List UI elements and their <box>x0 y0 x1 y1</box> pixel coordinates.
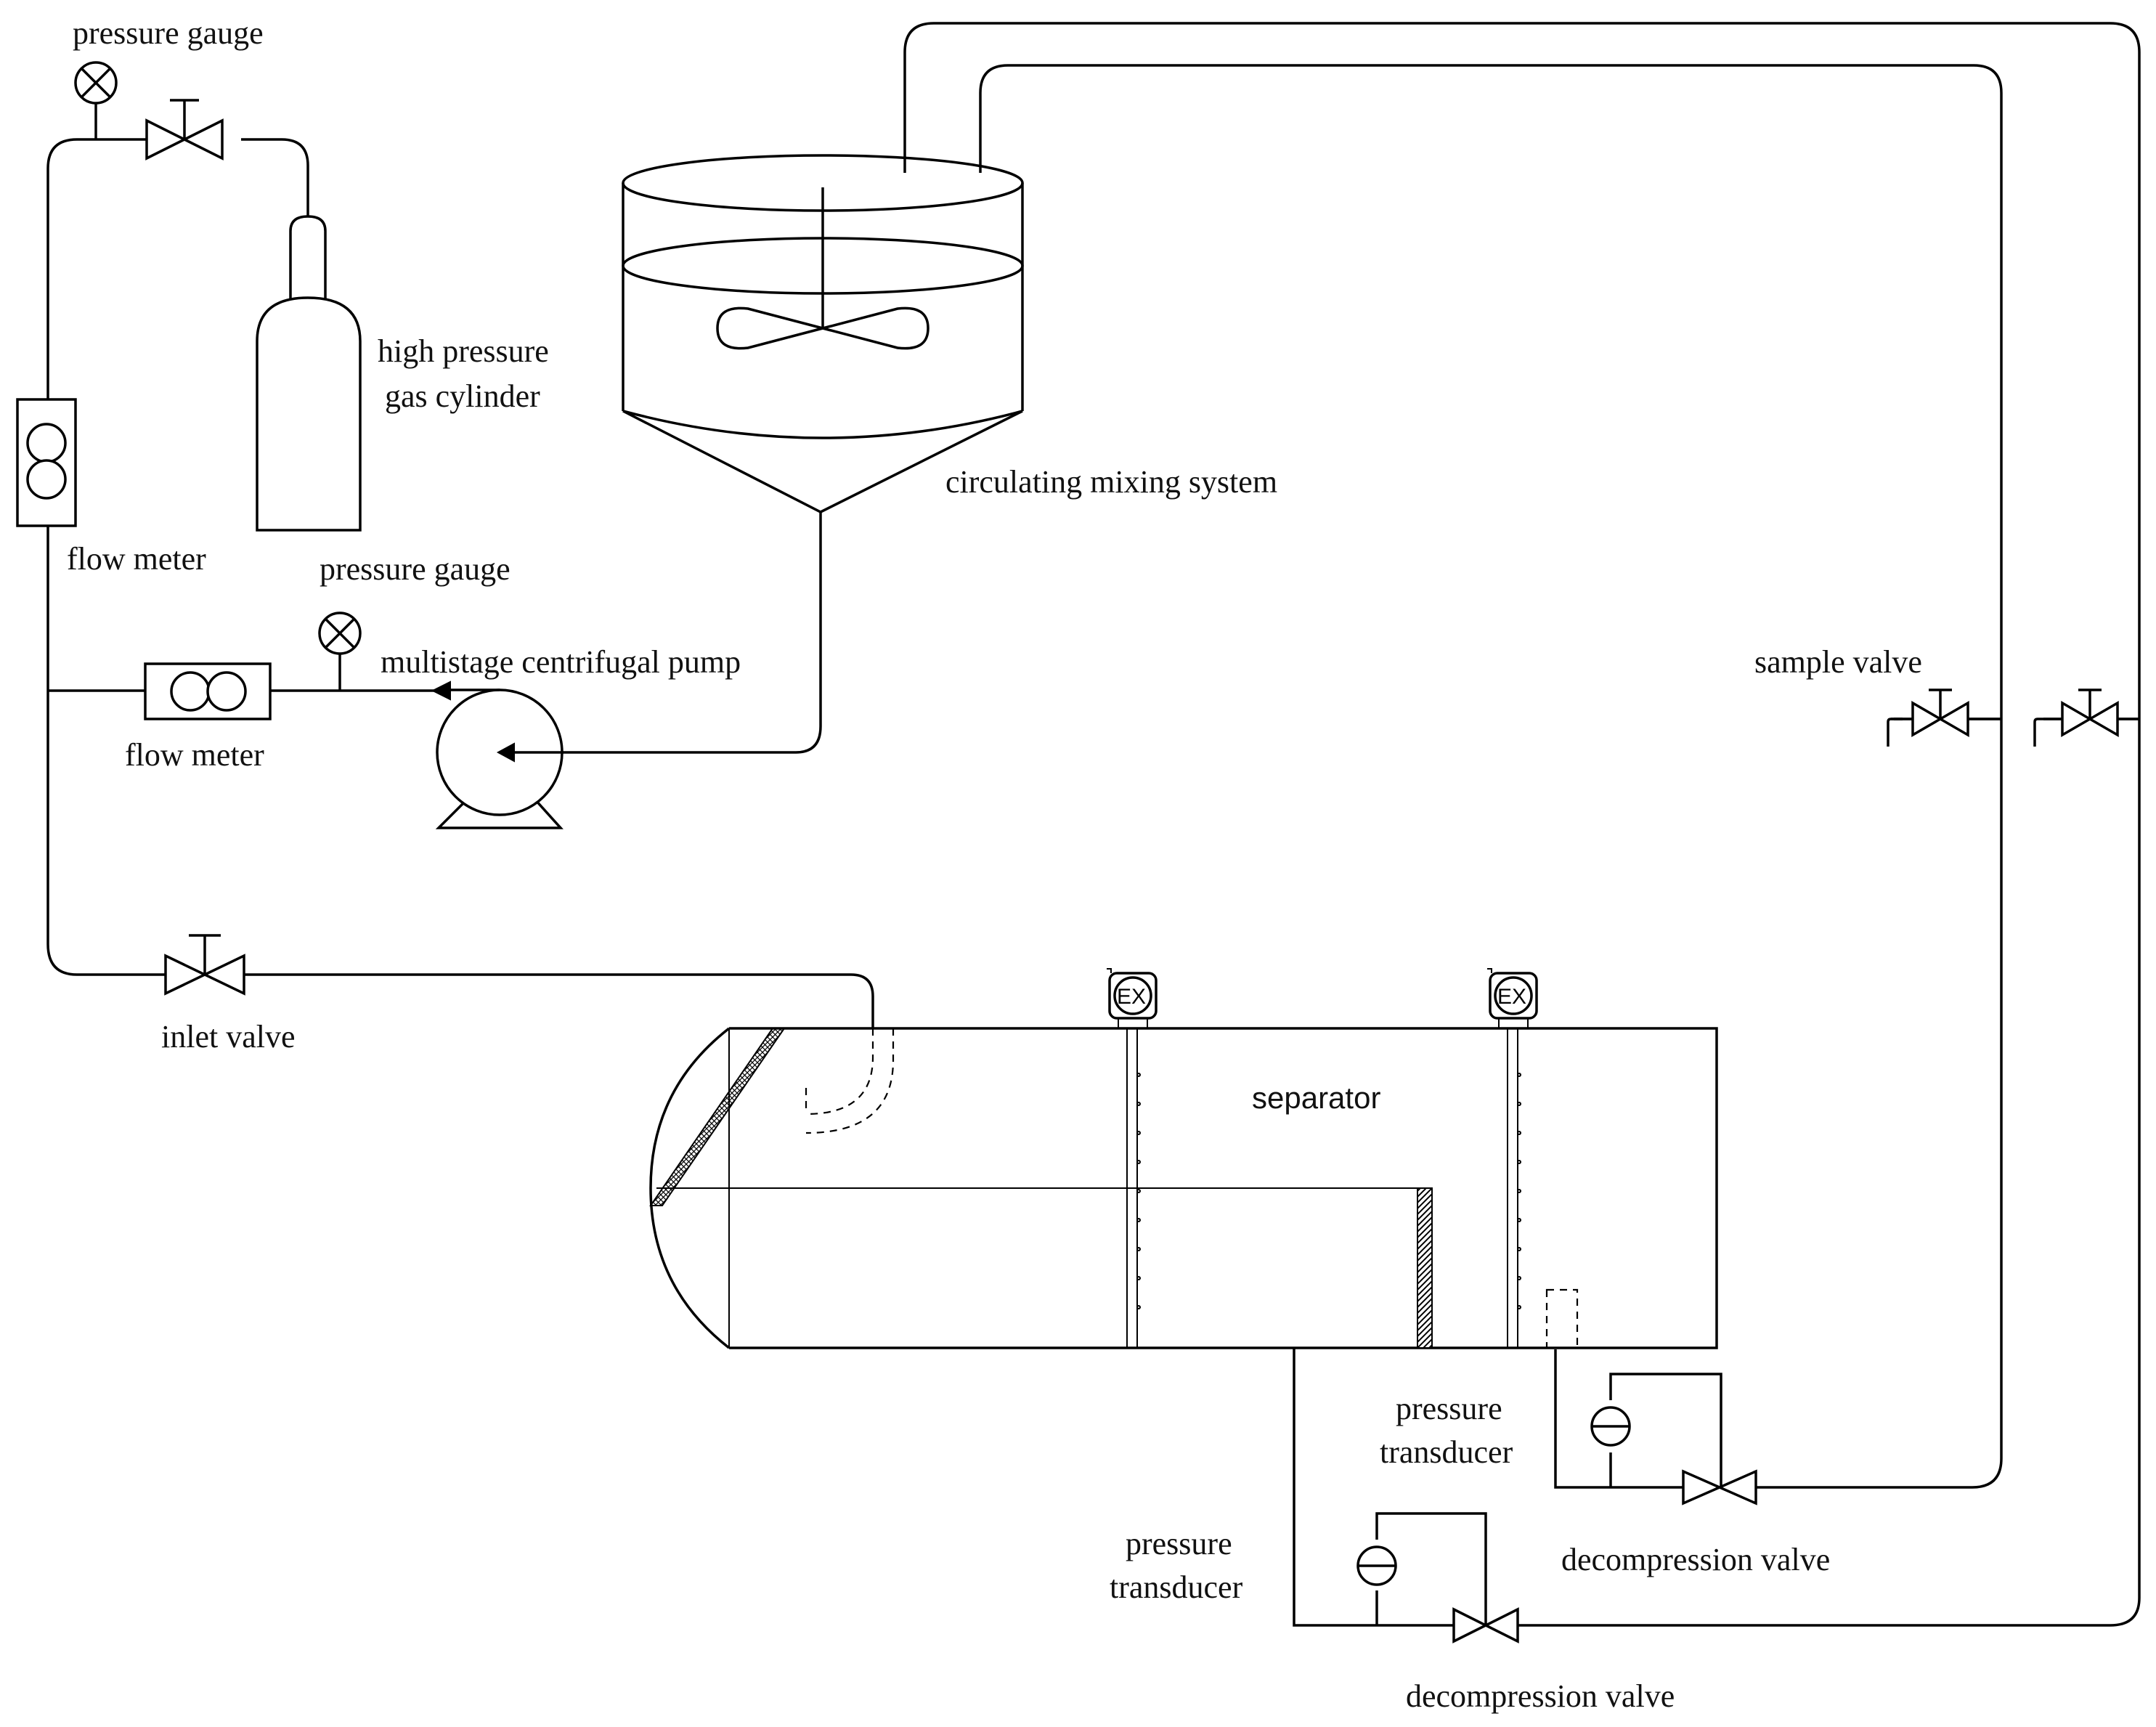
piping <box>46 22 2141 1627</box>
flow-meter-mid-label: flow meter <box>125 737 264 773</box>
level-gauge-2 <box>1487 968 1538 1349</box>
gas-cylinder-label-line1: high pressure <box>378 333 549 369</box>
level-gauge-2-ex-label: EX <box>1497 985 1526 1009</box>
flow-meter-mid-icon <box>144 662 272 720</box>
sample-valve-2-icon <box>2038 688 2139 738</box>
mixing-system-label: circulating mixing system <box>945 464 1277 500</box>
pump-label: multistage centrifugal pump <box>381 644 741 680</box>
pressure-transducer-lower-icon <box>1356 1545 1397 1586</box>
separator-vessel <box>649 1027 1718 1349</box>
inlet-valve-icon <box>164 934 245 996</box>
pressure-gauge-icon <box>74 61 118 105</box>
gas-cylinder-label-line2: gas cylinder <box>385 378 540 414</box>
transducer-upper-label-line2: transducer <box>1380 1434 1513 1470</box>
centrifugal-pump-icon <box>431 680 564 829</box>
decompression-upper-label: decompression valve <box>1561 1542 1830 1577</box>
flow-meter-left-label: flow meter <box>67 541 206 577</box>
pressure-transducer-upper-icon <box>1590 1406 1631 1447</box>
decompression-lower-label: decompression valve <box>1406 1678 1675 1714</box>
flow-meter-left-icon <box>16 398 77 527</box>
pressure-gauge-top-label: pressure gauge <box>73 15 264 51</box>
mixing-tank-icon <box>622 154 1024 513</box>
transducer-lower-label-line2: transducer <box>1110 1569 1243 1605</box>
level-gauge-1-ex-label: EX <box>1117 985 1146 1009</box>
separator-label: separator <box>1252 1081 1380 1115</box>
transducer-upper-label-line1: pressure <box>1396 1391 1502 1426</box>
sample-valve-1-icon <box>1891 688 2001 738</box>
level-gauge-1 <box>1107 968 1158 1349</box>
gas-cylinder-icon <box>256 215 362 532</box>
sample-valve-label: sample valve <box>1754 644 1922 680</box>
transducer-lower-label-line1: pressure <box>1126 1526 1232 1561</box>
inlet-valve-label: inlet valve <box>161 1019 296 1055</box>
pump-pressure-gauge-icon <box>318 611 362 655</box>
pressure-gauge-pump-label: pressure gauge <box>320 551 510 587</box>
decompression-valve-upper-icon <box>1682 1469 1757 1505</box>
decompression-valve-lower-icon <box>1452 1607 1519 1643</box>
gas-line-valve-icon <box>145 99 224 160</box>
